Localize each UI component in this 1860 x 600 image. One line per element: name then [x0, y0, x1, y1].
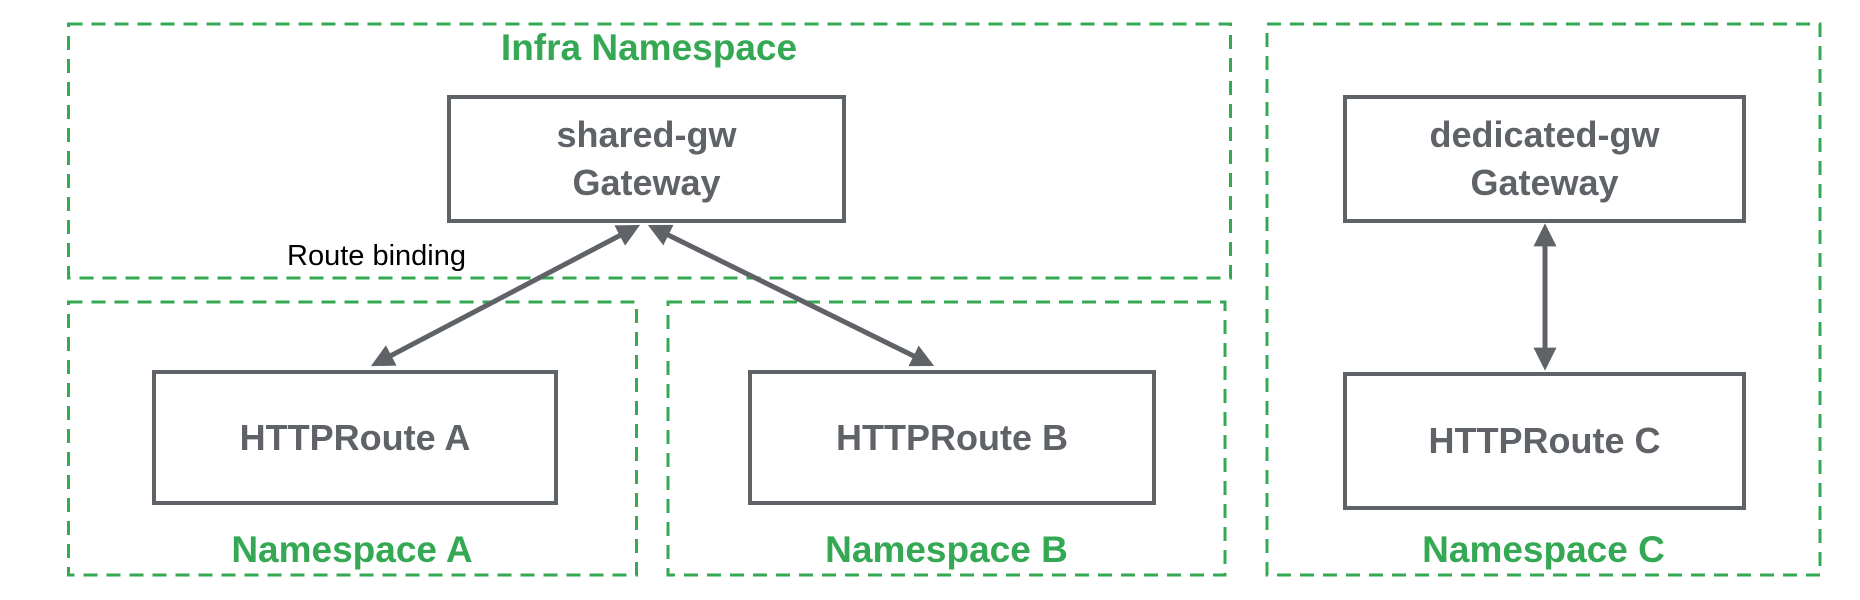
- namespace-a-title: Namespace A: [231, 529, 473, 570]
- httproute-a-name: HTTPRoute A: [239, 416, 471, 458]
- namespace-b-title: Namespace B: [825, 529, 1068, 570]
- httproute-b-name: HTTPRoute B: [836, 416, 1068, 458]
- httproute-b-node: HTTPRoute B: [748, 370, 1156, 505]
- shared-gw-gateway-node: shared-gw Gateway: [447, 95, 846, 223]
- dedicated-gw-kind: Gateway: [1470, 162, 1619, 203]
- httproute-c-name: HTTPRoute C: [1428, 420, 1661, 462]
- dedicated-gw-name: dedicated-gw: [1429, 114, 1660, 156]
- infra-namespace-title: Infra Namespace: [500, 27, 798, 68]
- httproute-c-node: HTTPRoute C: [1343, 372, 1746, 510]
- httproute-a-node: HTTPRoute A: [152, 370, 558, 505]
- route-binding-label: Route binding: [287, 240, 466, 272]
- shared-gw-name: shared-gw: [556, 114, 737, 156]
- namespace-c-title: Namespace C: [1422, 529, 1665, 570]
- dedicated-gw-gateway-node: dedicated-gw Gateway: [1343, 95, 1746, 223]
- route-binding-arrow-b: [647, 224, 935, 367]
- shared-gw-kind: Gateway: [572, 162, 721, 203]
